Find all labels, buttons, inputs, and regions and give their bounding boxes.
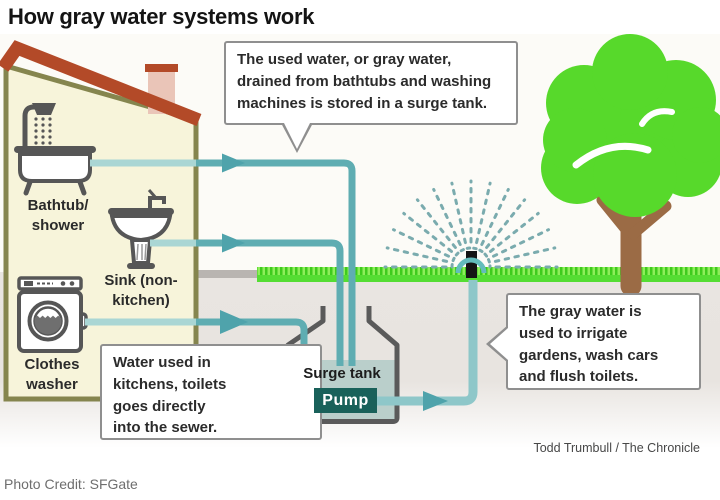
chimney-cap <box>145 64 178 72</box>
pavement-strip <box>198 270 257 278</box>
pump-badge: Pump <box>314 388 377 413</box>
photo-credit: Photo Credit: SFGate <box>4 476 138 492</box>
pump-outlet-pipe <box>377 280 478 406</box>
label-surge-tank: Surge tank <box>303 365 381 382</box>
bathtub-pipe <box>196 159 356 366</box>
sprinkler-icon <box>455 251 487 278</box>
clothes-washer-icon <box>17 276 88 353</box>
tree-canopy <box>541 34 720 217</box>
sink-pipe <box>196 239 344 366</box>
label-clothes-washer: Clothes washer <box>24 356 80 393</box>
house-drain-pipes <box>85 159 196 326</box>
sprinkler-nozzle <box>466 251 477 278</box>
flow-arrow-icons <box>220 153 448 411</box>
spray-icon <box>383 179 559 269</box>
callout-sewer-note: Water used in kitchens, toilets goes dir… <box>100 344 322 440</box>
artist-credit: Todd Trumbull / The Chronicle <box>533 441 700 455</box>
graywater-pipes <box>196 159 356 366</box>
tree-icon <box>541 34 720 297</box>
bathtub-shower-icon <box>14 103 96 196</box>
shower-spray-dots <box>34 117 52 145</box>
callout-surge-tank: The used water, or gray water, drained f… <box>224 41 518 153</box>
grass-icon <box>257 267 720 282</box>
washer-water <box>34 315 62 335</box>
callout-irrigation: The gray water is used to irrigate garde… <box>486 293 701 390</box>
shower-head-icon <box>32 103 56 115</box>
page-title: How gray water systems work <box>8 4 315 29</box>
label-bathtub-shower: Bathtub/ shower <box>27 197 89 234</box>
sink-icon <box>108 189 174 269</box>
canopy-highlights <box>572 108 675 169</box>
roof-icon <box>0 40 202 127</box>
label-sink: Sink (non- kitchen) <box>104 272 178 309</box>
washer-pipe <box>196 318 308 359</box>
